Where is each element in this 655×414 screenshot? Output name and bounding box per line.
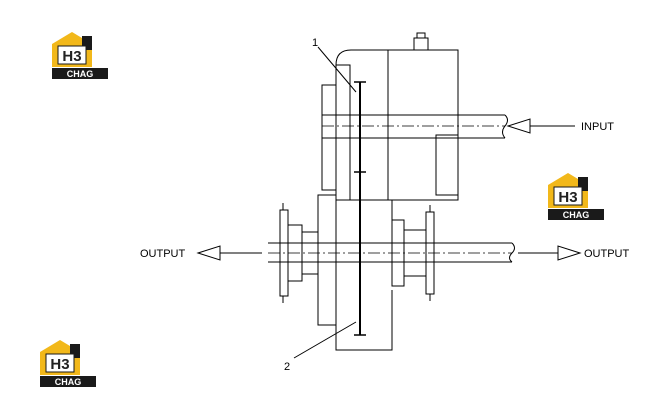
output-left-label: OUTPUT — [140, 248, 186, 260]
motor-cover-plate — [435, 134, 459, 196]
input-label: INPUT — [581, 121, 614, 133]
gearbox-drawing — [268, 32, 515, 351]
watermark-logo-right: H3 CHAG — [548, 173, 604, 220]
watermark-caption: CHAG — [55, 377, 82, 387]
callout-1-label: 1 — [312, 37, 318, 49]
input-arrow — [506, 118, 575, 134]
housing-outline — [335, 65, 393, 351]
watermark-caption: CHAG — [67, 69, 94, 79]
watermark-caption: CHAG — [563, 210, 590, 220]
input-motor-body — [387, 49, 459, 201]
callout-2-label: 2 — [284, 361, 290, 373]
input-shaft-break — [502, 114, 508, 139]
left-lower-plate — [317, 194, 337, 326]
watermark-mark: H3 — [558, 189, 577, 206]
watermark-logo-top-left: H3 CHAG — [52, 32, 108, 79]
vent-cap-top — [416, 32, 426, 39]
left-bearing — [301, 231, 319, 275]
callout-leader-2 — [293, 321, 357, 359]
watermark-mark: H3 — [50, 356, 69, 373]
output-shaft-break-right — [509, 242, 515, 263]
watermark-logo-bottom-left: H3 CHAG — [40, 340, 96, 387]
watermark-mark: H3 — [62, 48, 81, 65]
vent-cap — [413, 37, 429, 51]
callout-leader-1 — [317, 46, 357, 93]
output-arrow-left — [196, 245, 262, 261]
output-right-label: OUTPUT — [584, 248, 630, 260]
output-arrow-right — [518, 245, 582, 261]
upper-housing — [335, 49, 389, 201]
